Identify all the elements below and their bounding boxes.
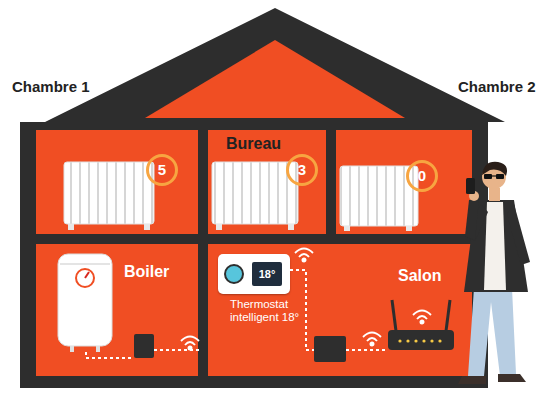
valve-dial: 0 <box>406 160 438 192</box>
wifi-icon <box>181 249 431 350</box>
valve-setting: 0 <box>418 166 426 186</box>
attic <box>145 40 405 118</box>
wifi-wire <box>86 270 388 358</box>
valve-dial: 5 <box>146 154 178 186</box>
thermostat-dial <box>225 265 243 283</box>
room-zone: Boiler <box>36 244 198 376</box>
house-body <box>20 8 505 388</box>
thermostat-screen: 18° <box>252 262 282 286</box>
room-zone: Chambre 20 <box>336 130 472 234</box>
device-label: Thermostat intelligent 18° <box>230 298 300 324</box>
hub-box <box>314 336 346 362</box>
room-zone: Bureau 3 <box>208 130 326 234</box>
room-title: Chambre 1 <box>12 78 90 96</box>
radiator <box>64 162 154 230</box>
smart-thermostat: 18°Thermostat intelligent 18° <box>218 254 290 294</box>
valve-dial: 3 <box>286 154 318 186</box>
room-title: Bureau <box>226 134 281 153</box>
router <box>388 300 454 350</box>
radiator <box>212 162 298 230</box>
room-zone: Salon18°Thermostat intelligent 18° <box>208 244 472 376</box>
room-title: Boiler <box>124 262 169 281</box>
radiator <box>340 166 418 231</box>
room-title: Chambre 2 <box>458 78 536 96</box>
valve-setting: 5 <box>158 160 166 180</box>
person-figure <box>458 162 530 384</box>
boiler-receiver <box>134 334 154 358</box>
water-heater <box>58 254 112 352</box>
room-zone: Chambre 15 <box>36 130 198 234</box>
valve-setting: 3 <box>298 160 306 180</box>
room-title: Salon <box>398 266 442 285</box>
